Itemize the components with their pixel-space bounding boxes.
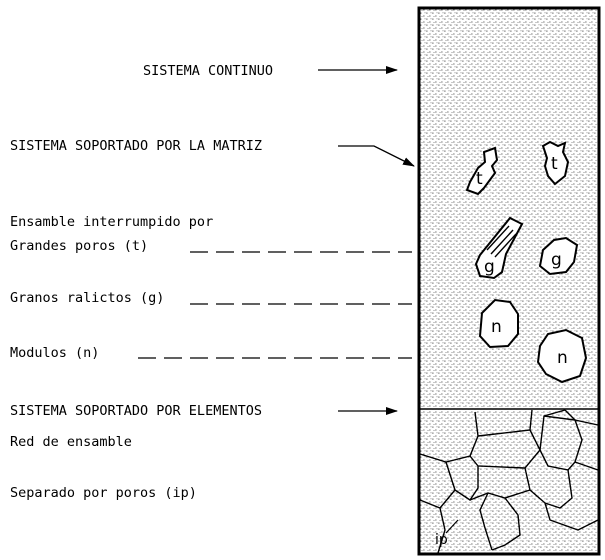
relict-grain-g1: g — [474, 216, 524, 280]
nodule-n2-letter: n — [557, 348, 568, 368]
nodule-n2: n — [536, 328, 588, 384]
large-pore-t1-letter: t — [476, 169, 483, 189]
nodule-n1: n — [478, 298, 519, 349]
soil-column-matrix — [417, 6, 601, 556]
relict-grain-g2-letter: g — [551, 250, 562, 270]
large-pore-t2: t — [541, 140, 570, 186]
label-matrix-supported: SISTEMA SOPORTADO POR LA MATRIZ — [10, 138, 262, 154]
ip-pointer — [445, 519, 459, 534]
label-interrupted-line2: Grandes poros (t) — [10, 238, 148, 254]
label-nodules: Modulos (n) — [10, 345, 99, 361]
relict-grain-g2: g — [538, 236, 579, 276]
label-separated: Separado por poros (ip) — [10, 485, 197, 501]
label-continuous-system: SISTEMA CONTINUO — [143, 63, 273, 79]
aggregate-network — [419, 408, 599, 554]
large-pore-t2-letter: t — [551, 154, 558, 174]
arrow-matrix-supported — [338, 145, 415, 167]
relict-grain-g1-letter: g — [484, 257, 495, 277]
nodule-n1-letter: n — [491, 317, 502, 337]
large-pore-t1: t — [465, 146, 499, 196]
interaggregate-pore-label: ip — [435, 532, 448, 548]
label-element-supported: SISTEMA SOPORTADO POR ELEMENTOS — [10, 403, 262, 419]
label-interrupted-line1: Ensamble interrumpido por — [10, 214, 213, 230]
label-network: Red de ensamble — [10, 434, 132, 450]
label-grains: Granos ralictos (g) — [10, 290, 164, 306]
